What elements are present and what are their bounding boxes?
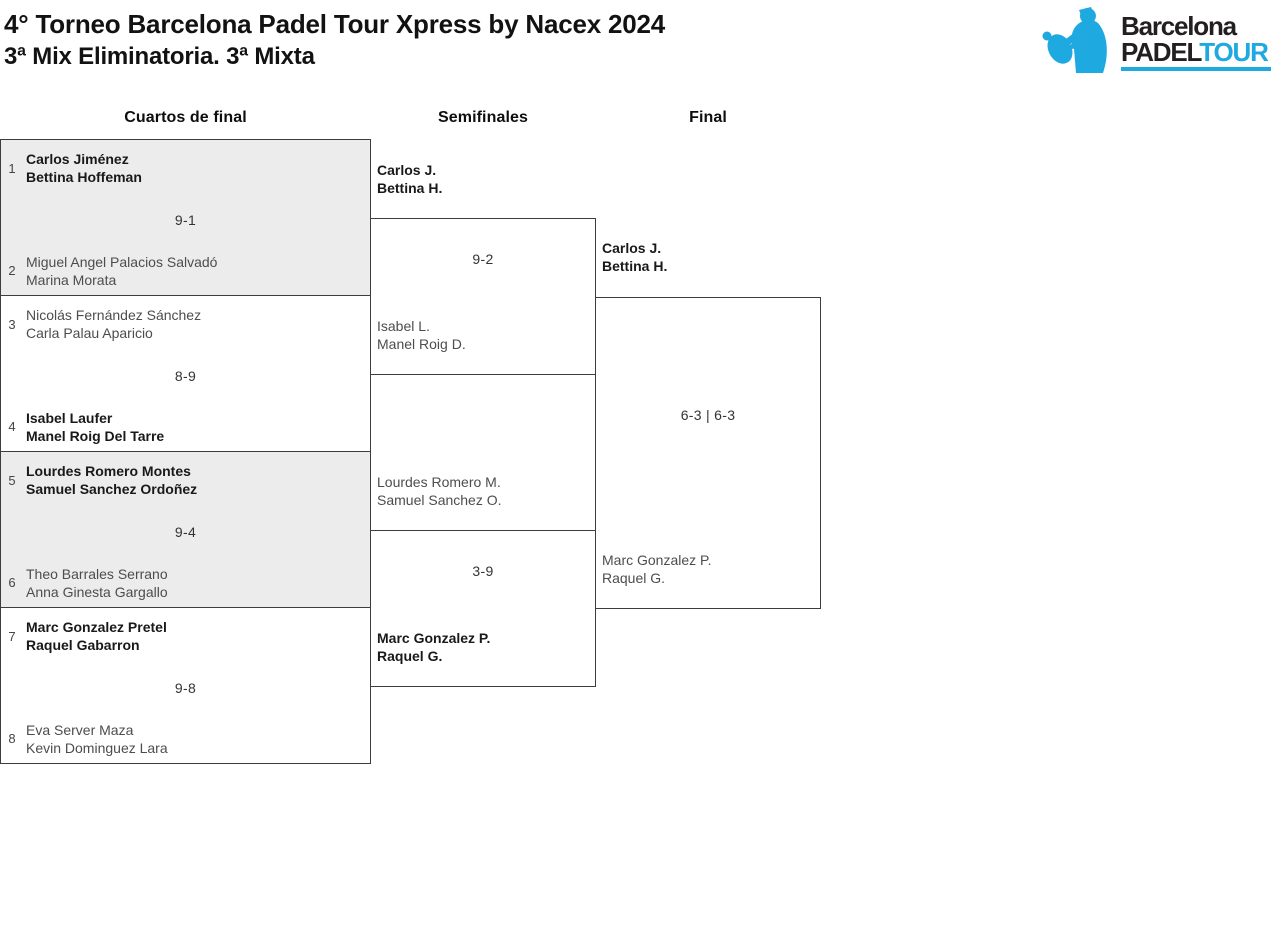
seed-number: 3 — [8, 317, 16, 332]
match-score: 3-9 — [472, 563, 494, 579]
match-score: 9-8 — [174, 680, 197, 696]
logo-word-barcelona: Barcelona — [1121, 11, 1237, 41]
team-entry: Marc Gonzalez P. Raquel G. — [377, 630, 491, 664]
team-entry: Marc Gonzalez Pretel Raquel Gabarron — [26, 619, 167, 653]
team-entry: Lourdes Romero M. Samuel Sanchez O. — [377, 474, 502, 508]
team-entry: Miguel Angel Palacios Salvadó Marina Mor… — [26, 254, 218, 288]
match-score: 8-9 — [174, 368, 197, 384]
logo-word-padeltour: PADELTOUR — [1121, 39, 1271, 65]
logo-underline — [1121, 67, 1271, 71]
logo-word-padel: PADEL — [1121, 37, 1200, 67]
match-score: 9-1 — [174, 212, 197, 228]
logo-text: Barcelona PADELTOUR — [1121, 5, 1271, 75]
final-match-box — [595, 297, 821, 609]
round-header-quarterfinals: Cuartos de final — [124, 109, 247, 126]
team-entry: Carlos J. Bettina H. — [377, 162, 443, 196]
seed-number: 7 — [8, 629, 16, 644]
barcelona-padel-tour-logo: Barcelona PADELTOUR — [1041, 5, 1273, 75]
qf-match-4-box — [0, 607, 371, 764]
team-entry: Eva Server Maza Kevin Dominguez Lara — [26, 722, 168, 756]
page-subtitle: 3ª Mix Eliminatoria. 3ª Mixta — [4, 43, 315, 70]
team-entry: Isabel Laufer Manel Roig Del Tarre — [26, 410, 165, 444]
team-entry: Lourdes Romero Montes Samuel Sanchez Ord… — [26, 463, 198, 497]
match-score: 6-3 | 6-3 — [680, 407, 736, 423]
round-header-semifinals: Semifinales — [437, 109, 529, 126]
seed-number: 1 — [8, 161, 16, 176]
seed-number: 4 — [8, 419, 16, 434]
qf-match-1-box — [0, 139, 371, 296]
seed-number: 8 — [8, 731, 16, 746]
team-entry: Theo Barrales Serrano Anna Ginesta Garga… — [26, 566, 168, 600]
seed-number: 6 — [8, 575, 16, 590]
page-title: 4° Torneo Barcelona Padel Tour Xpress by… — [4, 9, 666, 39]
match-score: 9-4 — [174, 524, 197, 540]
seed-number: 5 — [8, 473, 16, 488]
sf-match-1-box — [370, 218, 596, 375]
team-entry: Isabel L. Manel Roig D. — [377, 318, 466, 352]
qf-match-3-box — [0, 451, 371, 608]
team-entry: Carlos Jiménez Bettina Hoffeman — [26, 151, 142, 185]
team-entry: Nicolás Fernández Sánchez Carla Palau Ap… — [26, 307, 202, 341]
team-entry: Marc Gonzalez P. Raquel G. — [602, 552, 712, 586]
match-score: 9-2 — [472, 251, 494, 267]
seed-number: 2 — [8, 263, 16, 278]
padel-player-icon — [1041, 5, 1119, 73]
round-header-final: Final — [689, 109, 727, 126]
logo-word-tour: TOUR — [1199, 37, 1269, 67]
team-entry: Carlos J. Bettina H. — [602, 240, 668, 274]
